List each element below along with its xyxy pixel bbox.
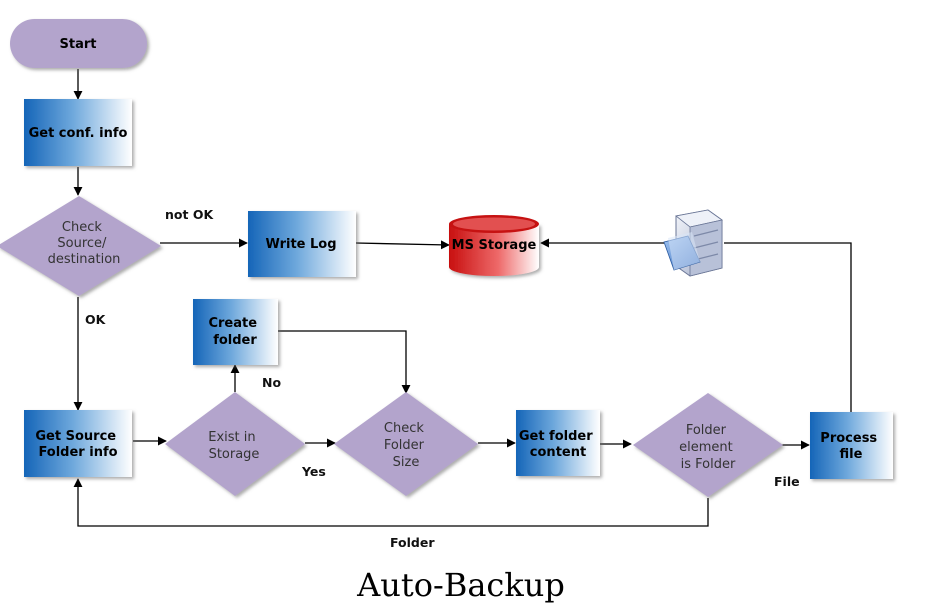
edges [73,69,852,527]
get-conf-node: Get conf. info [24,99,132,166]
folder-element-label: Folder element is Folder [679,423,737,472]
write-log-label: Write Log [265,237,336,252]
process-file-box [810,412,893,479]
get-source-folder-node: Get Source Folder info [24,410,132,477]
ms-storage-cylinder-body [449,224,539,276]
check-source-line-3: destination [48,252,121,267]
check-folder-size-line-3: Size [393,455,420,470]
process-file-node: Process file [810,412,893,479]
get-folder-content-line-1: Get folder [519,429,593,444]
check-source-node: Check Source/ destination [0,196,161,296]
create-folder-line-1: Create [208,316,257,331]
check-folder-size-node: Check Folder Size [334,392,478,496]
folder-element-line-3: is Folder [681,457,736,472]
start-oval [10,19,147,68]
edge-label-not-ok: not OK [165,207,214,222]
folder-element-node: Folder element is Folder [633,393,783,497]
edge-label-yes: Yes [301,464,326,479]
get-conf-label: Get conf. info [29,126,128,141]
process-file-line-2: file [840,447,863,462]
get-source-folder-box [24,410,132,477]
diagram-title: Auto-Backup [356,566,565,604]
get-source-folder-label: Get Source Folder info [35,429,120,460]
edge-label-ok: OK [85,312,107,327]
exist-in-storage-node: Exist in Storage [165,392,305,496]
folder-element-line-2: element [679,440,733,455]
folder-element-diamond [633,393,783,497]
get-conf-box [24,99,132,166]
edge-process-to-cabinet [724,242,852,412]
exist-in-storage-line-2: Storage [209,447,260,462]
edge-label-folder: Folder [390,535,435,550]
check-source-diamond [0,196,161,296]
get-folder-content-line-2: content [530,445,586,460]
edge-label-file: File [774,474,800,489]
get-folder-content-node: Get folder content [516,410,600,476]
process-file-label: Process file [820,431,881,462]
ms-storage-cylinder-top-inner [453,217,535,231]
file-cabinet-icon [663,209,723,277]
create-folder-node: Create folder [193,299,278,365]
write-log-node: Write Log [248,211,356,277]
start-label: Start [60,37,97,52]
check-folder-size-line-1: Check [384,421,424,436]
edge-folderelement-to-getsource [73,478,709,527]
folder-element-line-1: Folder [686,423,727,438]
edge-label-no: No [262,375,281,390]
check-folder-size-line-2: Folder [384,438,425,453]
check-source-line-1: Check [62,220,102,235]
check-folder-size-label: Check Folder Size [384,421,428,470]
exist-in-storage-diamond [165,392,305,496]
check-source-label: Check Source/ destination [48,220,121,267]
ms-storage-label: MS Storage [452,238,537,253]
get-folder-content-label: Get folder content [519,429,597,460]
get-folder-content-box [516,410,600,476]
write-log-box [248,211,356,277]
check-folder-size-diamond [334,392,478,496]
edge-writelog-to-storage [355,240,450,250]
exist-in-storage-line-1: Exist in [208,430,255,445]
create-folder-box [193,299,278,365]
create-folder-label: Create folder [208,316,261,348]
exist-in-storage-label: Exist in Storage [208,430,260,462]
create-folder-line-2: folder [213,333,257,348]
process-file-line-1: Process [820,431,877,446]
ms-storage-node: MS Storage [449,215,539,276]
get-source-folder-line-2: Folder info [38,445,117,460]
start-node: Start [10,19,147,68]
edge-create-to-checksize [278,330,411,394]
get-source-folder-line-1: Get Source [35,429,116,444]
check-source-line-2: Source/ [57,236,107,251]
